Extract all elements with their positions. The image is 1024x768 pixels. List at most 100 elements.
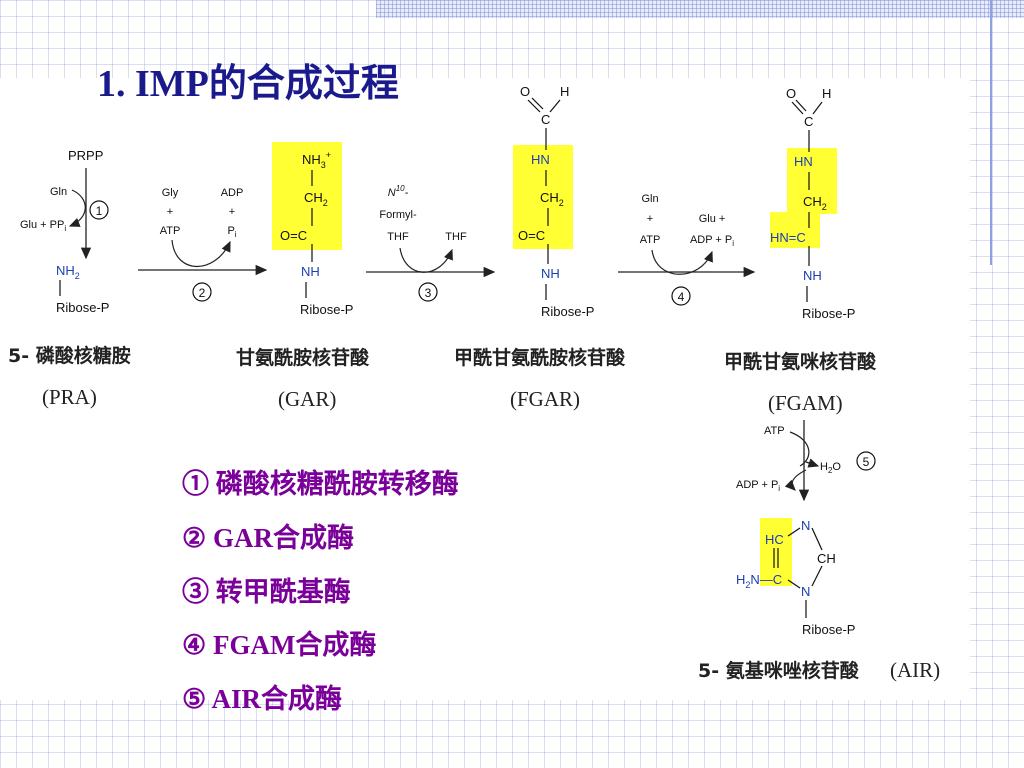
pra-ribose: Ribose-P [56, 300, 109, 315]
step2-plus2: + [229, 206, 235, 218]
pra-abbr: (PRA) [42, 385, 97, 409]
fgar-oc: O=C [518, 228, 545, 243]
gar-abbr: (GAR) [278, 387, 336, 411]
fgar-structure: O H C HN CH2 O=C NH Ribose-P [518, 84, 594, 319]
fgar-bond-o1 [527, 99, 541, 113]
step4-circle [671, 286, 691, 306]
enzyme-4: ④ FGAM合成酶 [182, 630, 377, 660]
fgar-nh: NH [541, 266, 560, 281]
fgam-o: O [786, 86, 796, 101]
step5-curve-in [789, 431, 810, 467]
air-h2n: H2N—C [736, 572, 782, 590]
enzyme-5: ⑤ AIR合成酶 [182, 684, 342, 714]
fgam-bond-o2 [795, 99, 807, 112]
step4-curve [651, 249, 713, 275]
fgar-h: H [560, 84, 569, 99]
fgar-c: C [541, 112, 550, 127]
air-ribose: Ribose-P [802, 622, 855, 637]
step5-curve-out [784, 469, 807, 491]
step5-adp: ADP + Pi [736, 479, 780, 493]
step2-adp: ADP [221, 187, 244, 199]
fgar-bond-o2 [531, 97, 544, 110]
enzyme-3: ③ 转甲酰基酶 [182, 577, 351, 607]
step5-h2o-arrow [805, 458, 820, 468]
fgar-ribose: Ribose-P [541, 304, 594, 319]
step4-number: 4 [678, 290, 685, 304]
fgam-abbr: (FGAM) [768, 391, 843, 415]
step2-atp: ATP [160, 225, 181, 237]
step2-plus1: + [167, 206, 173, 218]
air-name: 5- 氨基咪唑核苷酸 [698, 659, 860, 682]
gar-structure: NH3+ CH2 O=C NH Ribose-P [280, 150, 353, 317]
pra-amine: NH2 [56, 263, 80, 281]
step3-curve [399, 247, 453, 273]
highlight-boxes [272, 142, 837, 586]
fgar-bond-h [549, 99, 561, 113]
fgam-name: 甲酰甘氨咪核苷酸 [724, 350, 877, 373]
pra-name: 5- 磷酸核糖胺 [8, 344, 131, 367]
step5-h2o: H2O [820, 461, 841, 475]
fgam-bond-o1 [791, 101, 804, 115]
step2-number: 2 [199, 286, 206, 300]
step3-number: 3 [425, 286, 432, 300]
air-structure: HC N CH H2N—C N Ribose-P [736, 518, 855, 637]
step4-atp: ATP [640, 234, 661, 246]
gar-oc: O=C [280, 228, 307, 243]
fgam-hn: HN [794, 154, 813, 169]
fgam-nh: NH [803, 268, 822, 283]
step2-gly: Gly [162, 187, 179, 199]
air-n-top: N [801, 518, 810, 533]
prpp-label: PRPP [68, 148, 103, 163]
fgam-highlight-top [787, 148, 837, 214]
step4-plus: + [647, 213, 653, 225]
step2-circle [192, 282, 212, 302]
gar-nh3: NH3+ [302, 150, 331, 170]
air-bond-c [811, 565, 823, 587]
gar-name: 甘氨酰胺核苷酸 [236, 346, 370, 369]
step4-glu: Glu + [699, 213, 726, 225]
slide-title: 1. IMP的合成过程 [97, 63, 399, 105]
fgar-hn: HN [531, 152, 550, 167]
fgam-ch2: CH2 [803, 194, 827, 212]
gar-nh: NH [301, 264, 320, 279]
step2-pi: Pi [227, 225, 236, 239]
fgam-highlight-side [770, 212, 820, 248]
fgar-highlight [513, 145, 573, 249]
fgam-structure: O H C HN CH2 HN=C NH Ribose-P [770, 86, 855, 321]
step4-adp: ADP + Pi [690, 234, 734, 248]
gar-ribose: Ribose-P [300, 302, 353, 317]
step5-circle [856, 451, 876, 471]
air-n-bottom: N [801, 584, 810, 599]
gar-ch2: CH2 [304, 190, 328, 208]
fgam-ribose: Ribose-P [802, 306, 855, 321]
fgar-o: O [520, 84, 530, 99]
air-ch: CH [817, 551, 836, 566]
step4-gln: Gln [641, 193, 658, 205]
fgar-name: 甲酰甘氨酰胺核苷酸 [454, 346, 626, 369]
fgam-bond-h [812, 101, 823, 115]
air-abbr: (AIR) [890, 658, 940, 682]
step1-circle [89, 200, 109, 220]
pra-structure: PRPP NH2 Ribose-P [56, 148, 109, 315]
fgar-ch2: CH2 [540, 190, 564, 208]
step2-curve [171, 239, 231, 267]
gar-highlight [272, 142, 342, 250]
fgam-hnc: HN=C [770, 230, 806, 245]
step1-number: 1 [96, 204, 103, 218]
step1-gln: Gln [50, 186, 67, 198]
air-bond-d [787, 579, 801, 589]
step5-atp: ATP [764, 425, 785, 437]
top-decor-band [376, 0, 1024, 18]
fgam-c: C [804, 114, 813, 129]
right-decor-line [990, 0, 992, 265]
step1-curve [68, 189, 86, 227]
fgar-abbr: (FGAR) [510, 387, 580, 411]
fgam-h: H [822, 86, 831, 101]
air-bond-a [787, 527, 801, 537]
step1-out: Glu + PPi [20, 219, 66, 233]
step3-circle [418, 282, 438, 302]
step3-formyl: Formyl- [379, 209, 417, 221]
air-bond-b [811, 527, 823, 551]
step3-thf-out: THF [445, 231, 467, 243]
